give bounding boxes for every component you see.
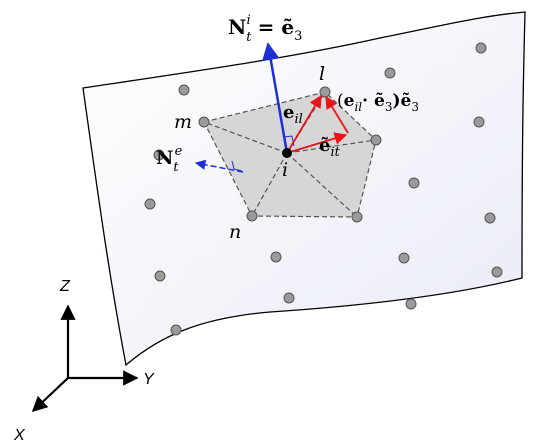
node-dot — [153, 149, 165, 161]
element-normal-label: Nte — [156, 144, 183, 175]
element-normal-arrow — [194, 159, 244, 173]
node-dot — [283, 292, 295, 304]
node-dot — [405, 298, 417, 310]
node-m — [198, 116, 210, 128]
y-axis-label: Y — [143, 371, 155, 388]
node-dot — [398, 252, 410, 264]
node-dot — [384, 67, 396, 79]
node-patch-right — [370, 134, 382, 146]
node-n-label: n — [229, 221, 241, 243]
node-patch-bottom-right — [351, 211, 363, 223]
edge-vector-arrow — [286, 94, 322, 154]
node-i-label: i — [282, 159, 288, 181]
node-dot — [154, 270, 166, 282]
node-dot — [270, 251, 282, 263]
node-l — [319, 86, 331, 98]
projection-expression-label: (eil· ẽ3)ẽ3 — [337, 91, 419, 114]
edge-vector-label: eil — [283, 102, 303, 127]
node-i — [282, 148, 292, 158]
coordinate-axes — [31, 304, 139, 413]
node-dot — [408, 177, 420, 189]
node-dot — [170, 324, 182, 336]
projection-component-arrow — [325, 95, 349, 134]
node-l-label: l — [319, 63, 325, 85]
node-dot — [178, 84, 190, 96]
tangent-vector-label: ẽit — [319, 135, 341, 160]
node-m-label: m — [174, 111, 192, 133]
right-angle-mark-element — [231, 160, 243, 172]
x-axis-label: X — [13, 427, 26, 444]
node-dot — [491, 266, 503, 278]
node-normal-arrow — [262, 42, 289, 154]
surface-nodes — [144, 42, 503, 336]
node-dot — [473, 116, 485, 128]
z-axis-label: Z — [59, 278, 71, 295]
tangent-vector-arrow — [286, 132, 348, 154]
node-dot — [475, 42, 487, 54]
node-normal-label: Nti = ẽ3 — [228, 13, 302, 45]
node-n — [246, 210, 258, 222]
node-dot — [484, 212, 496, 224]
x-axis-arrow — [31, 377, 69, 413]
node-dot — [144, 198, 156, 210]
